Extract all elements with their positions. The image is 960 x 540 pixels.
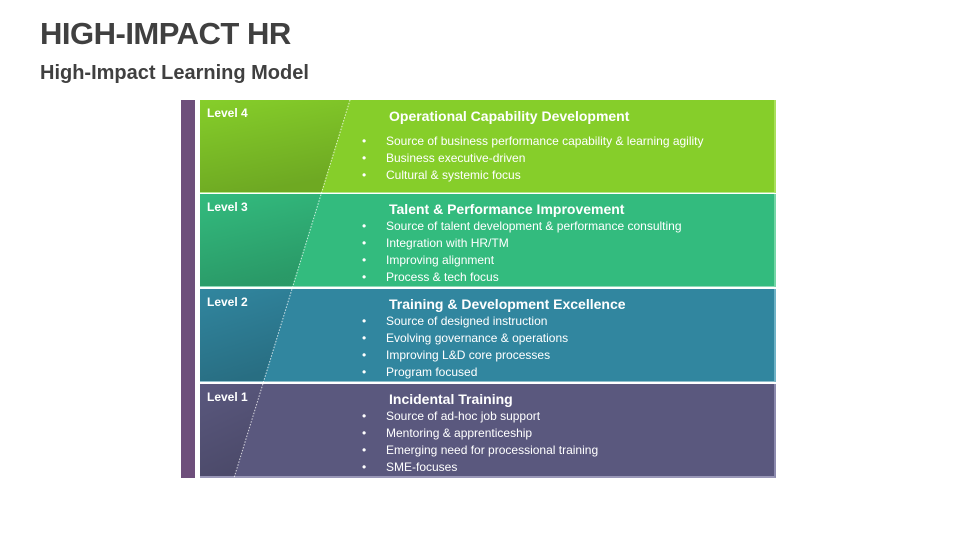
page-subtitle: High-Impact Learning Model [40,62,309,84]
level-1-bullets: Source of ad-hoc job support Mentoring &… [360,408,598,476]
side-accent-bar [181,100,195,478]
level-2-bullet: Source of designed instruction [360,313,568,330]
level-4-label: Level 4 [207,106,248,120]
level-1-bullet: Emerging need for processional training [360,442,598,459]
level-2-bullet: Evolving governance & operations [360,330,568,347]
learning-model-levels: Level 4 Operational Capability Developme… [200,100,776,478]
level-3-bullet: Improving alignment [360,252,682,269]
level-1-label: Level 1 [207,390,248,404]
level-3-label: Level 3 [207,200,248,214]
level-2-bullet: Program focused [360,364,568,381]
level-4-bullet: Business executive-driven [360,150,704,167]
level-3-bullets: Source of talent development & performan… [360,218,682,286]
level-3-bullet: Integration with HR/TM [360,235,682,252]
page-title: HIGH-IMPACT HR [40,16,291,51]
level-1-band: Level 1 Incidental Training Source of ad… [200,384,776,478]
level-3-bullet: Source of talent development & performan… [360,218,682,235]
level-4-band: Level 4 Operational Capability Developme… [200,100,776,193]
level-3-title: Talent & Performance Improvement [389,201,625,217]
level-1-bullet: Mentoring & apprenticeship [360,425,598,442]
level-2-bullets: Source of designed instruction Evolving … [360,313,568,381]
level-1-title: Incidental Training [389,391,513,407]
level-2-band: Level 2 Training & Development Excellenc… [200,289,776,382]
level-4-bullet: Source of business performance capabilit… [360,133,704,150]
level-4-bullet: Cultural & systemic focus [360,167,704,184]
level-4-bullets: Source of business performance capabilit… [360,133,704,184]
level-1-bullet: Source of ad-hoc job support [360,408,598,425]
level-3-bullet: Process & tech focus [360,269,682,286]
level-4-title: Operational Capability Development [389,108,630,124]
level-1-bullet: SME-focuses [360,459,598,476]
level-2-label: Level 2 [207,295,248,309]
level-2-bullet: Improving L&D core processes [360,347,568,364]
level-3-band: Level 3 Talent & Performance Improvement… [200,194,776,287]
level-2-title: Training & Development Excellence [389,296,626,312]
